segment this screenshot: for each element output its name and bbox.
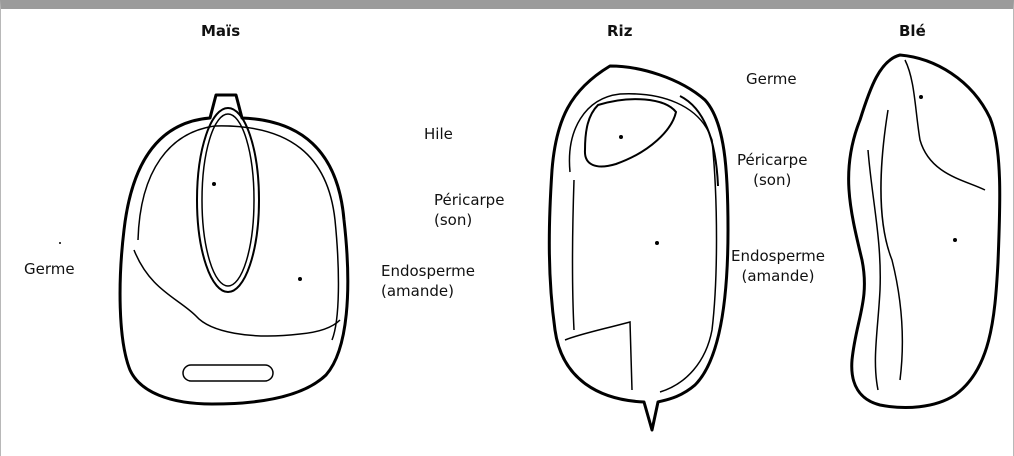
maize-outline: [120, 95, 348, 404]
maize-germ-ellipse: [197, 108, 259, 292]
maize-tip-cap: [183, 365, 273, 381]
wheat-brush-side: [868, 150, 880, 390]
wheat-grain-drawing: [849, 55, 1000, 408]
maize-germ-ellipse-inner: [202, 114, 254, 286]
wheat-crease-2: [881, 110, 902, 380]
maize-germ-region: [134, 250, 340, 336]
maize-pericarp-inner-line: [138, 126, 338, 340]
rice-endosperm-inner: [573, 180, 575, 330]
rice-germ: [585, 99, 676, 166]
rice-endosperm-edge: [565, 322, 632, 390]
rice-grain-drawing: [549, 66, 728, 430]
rice-inner-outline: [569, 94, 716, 392]
maize-kernel-drawing: [59, 95, 348, 404]
wheat-outline: [849, 55, 1000, 408]
wheat-crease: [905, 60, 985, 190]
